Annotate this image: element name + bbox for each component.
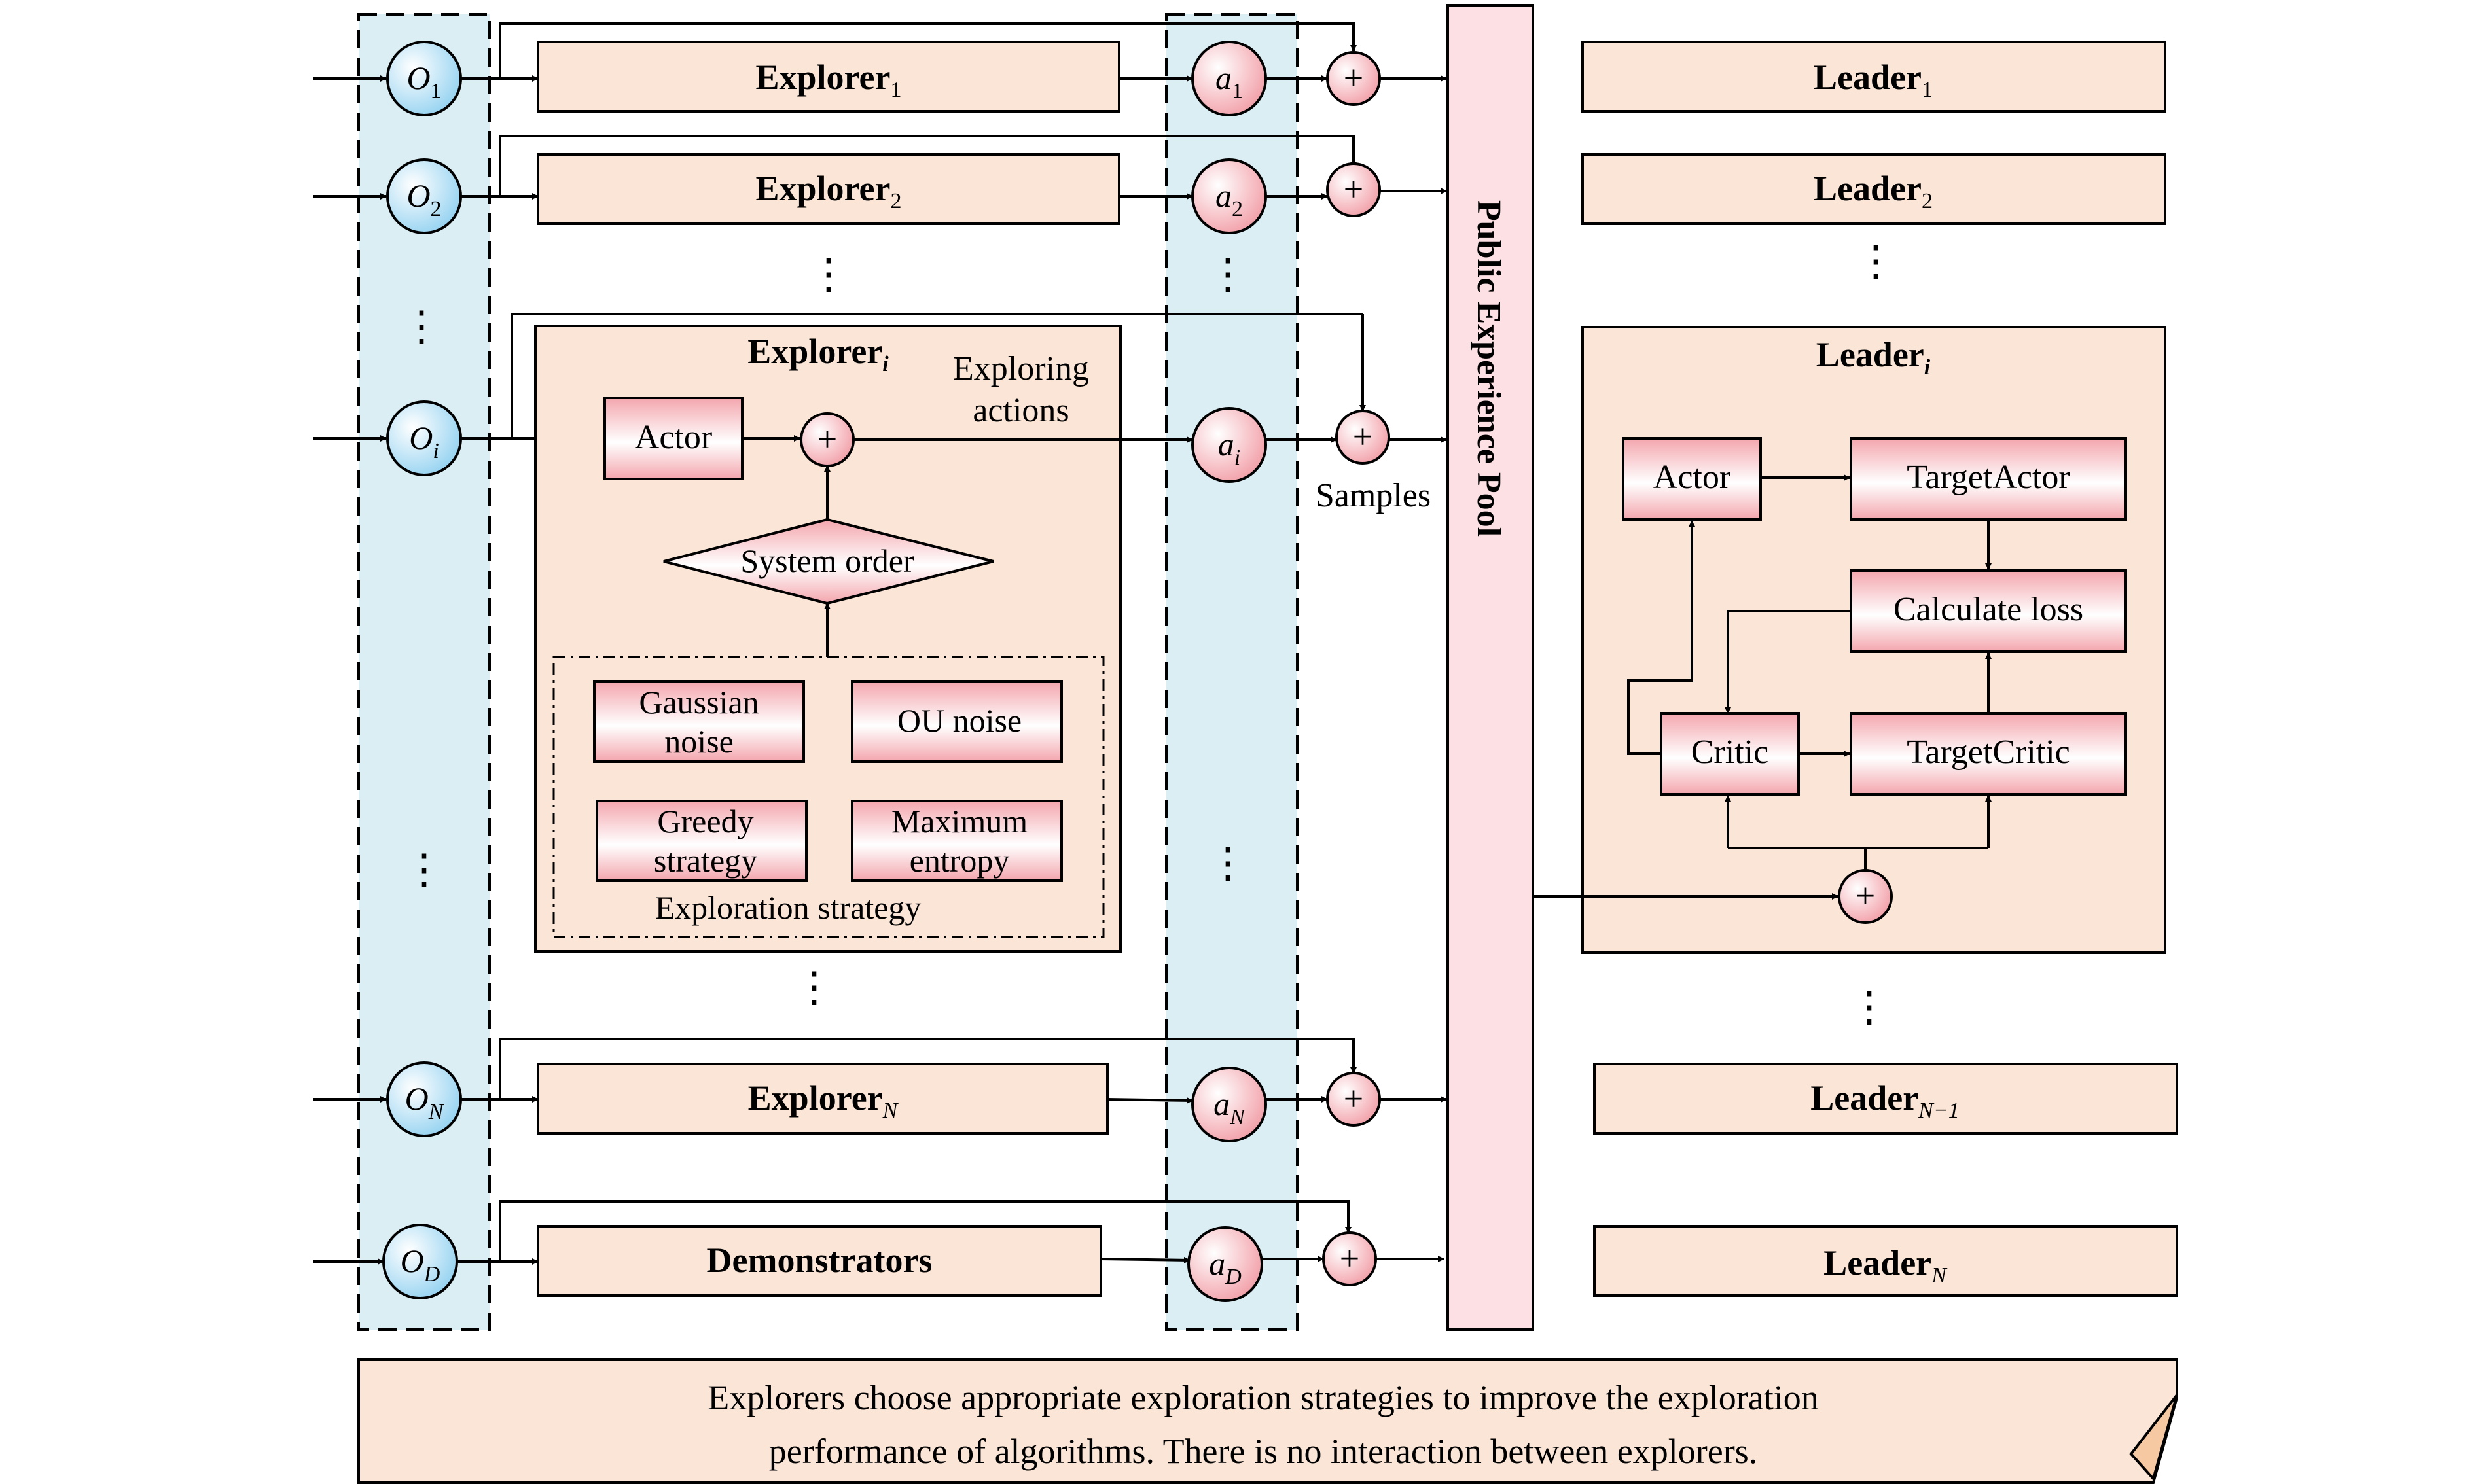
svg-text:actions: actions [973, 392, 1069, 429]
svg-text:LeaderN−1: LeaderN−1 [1810, 1078, 1960, 1123]
explorer-box-2 [537, 153, 1120, 225]
svg-text:O1: O1 [406, 60, 441, 103]
svg-text:Leader1: Leader1 [1814, 58, 1933, 102]
svg-text:⋮: ⋮ [1207, 839, 1249, 886]
exploring-actions-label: Exploring [953, 350, 1089, 387]
svg-text:a2: a2 [1215, 177, 1243, 221]
svg-text:Gaussian: Gaussian [639, 684, 759, 720]
svg-text:aD: aD [1209, 1245, 1242, 1289]
explorer-row-2: O2 Explorer2 a2 + [313, 135, 1447, 234]
svg-text:Actor: Actor [1653, 459, 1730, 496]
svg-text:aN: aN [1213, 1086, 1246, 1129]
svg-text:TargetActor: TargetActor [1907, 459, 2070, 496]
svg-text:Explorer1: Explorer1 [756, 58, 902, 102]
svg-text:Leaderi: Leaderi [1816, 335, 1931, 380]
svg-text:+: + [1344, 169, 1363, 209]
explorer-row-1: O1 Explorer1 a1 + [313, 22, 1447, 116]
svg-text:ON: ON [405, 1080, 445, 1124]
svg-text:Oi: Oi [409, 419, 439, 463]
leader-n-minus-1: LeaderN−1 [1593, 1063, 2178, 1135]
explorer-box-n [537, 1063, 1109, 1135]
svg-text:Exploreri: Exploreri [747, 332, 889, 376]
ou-noise-box [851, 680, 1063, 763]
svg-text:ai: ai [1218, 426, 1240, 470]
critic-box [1660, 712, 1800, 796]
leader-i: Leaderi Actor TargetActor Calculate loss… [1533, 326, 2166, 954]
svg-text:TargetCritic: TargetCritic [1907, 733, 2070, 771]
svg-text:Actor: Actor [635, 419, 712, 456]
note-line-2: performance of algorithms. There is no i… [769, 1432, 1757, 1471]
svg-text:O2: O2 [406, 177, 441, 221]
svg-text:Leader2: Leader2 [1814, 169, 1933, 213]
svg-text:Explorer2: Explorer2 [756, 169, 902, 213]
svg-text:⋮: ⋮ [403, 846, 445, 892]
svg-text:+: + [1340, 1239, 1359, 1278]
leader-n: LeaderN [1593, 1225, 2178, 1297]
explanation-note: Explorers choose appropriate exploration… [357, 1358, 2178, 1484]
explorer-actor-box [603, 397, 744, 480]
svg-text:OU noise: OU noise [897, 702, 1022, 739]
explorer-row-n: ON ExplorerN aN + [313, 1038, 1447, 1142]
svg-text:System order: System order [740, 542, 914, 579]
svg-text:⋮: ⋮ [401, 303, 442, 349]
calculate-loss-box [1850, 569, 2127, 653]
svg-text:noise: noise [664, 723, 734, 760]
action-node-n [1191, 1067, 1267, 1142]
greedy-strategy-box [596, 800, 808, 882]
svg-text:⋮: ⋮ [1207, 251, 1249, 297]
leader-actor-box [1622, 437, 1762, 521]
gaussian-noise-box [593, 680, 805, 763]
svg-text:ExplorerN: ExplorerN [748, 1078, 899, 1123]
sum-node-i [1335, 410, 1390, 465]
svg-text:Maximum: Maximum [891, 803, 1028, 839]
svg-text:entropy: entropy [910, 842, 1010, 879]
svg-text:Greedy: Greedy [657, 803, 753, 839]
svg-text:a1: a1 [1215, 60, 1243, 103]
svg-text:+: + [1353, 417, 1372, 456]
leader-1: Leader1 [1581, 41, 2166, 113]
note-line-1: Explorers choose appropriate exploration… [708, 1378, 1818, 1417]
target-critic-box [1850, 712, 2127, 796]
vertical-ellipsis-group: ⋮ ⋮ ⋮ ⋮ ⋮ ⋮ ⋮ ⋮ [401, 238, 1897, 1030]
svg-text:Demonstrators: Demonstrators [707, 1241, 933, 1280]
svg-text:+: + [1856, 876, 1875, 915]
demonstrators-row: OD Demonstrators aD + [313, 1200, 1444, 1302]
samples-label: Samples [1316, 477, 1431, 514]
pool-label: Public Experience Pool [1470, 200, 1507, 537]
maximum-entropy-box [851, 800, 1063, 882]
svg-text:strategy: strategy [654, 842, 757, 879]
svg-text:⋮: ⋮ [808, 251, 850, 297]
target-actor-box [1850, 437, 2127, 521]
explorer-i: Oi Exploreri Actor + Exploring actions S… [313, 313, 1447, 953]
action-node-d [1187, 1226, 1263, 1302]
svg-text:+: + [1344, 58, 1363, 97]
svg-text:⋮: ⋮ [793, 964, 835, 1010]
svg-text:LeaderN: LeaderN [1823, 1243, 1948, 1288]
svg-text:Calculate loss: Calculate loss [1893, 591, 2083, 628]
svg-text:+: + [817, 419, 837, 459]
demonstrators-box [537, 1225, 1102, 1297]
explorer-box-1 [537, 41, 1120, 113]
exploration-strategy-label: Exploration strategy [655, 889, 922, 926]
svg-text:⋮: ⋮ [1855, 238, 1897, 284]
action-node-i [1191, 407, 1267, 483]
svg-text:⋮: ⋮ [1848, 983, 1890, 1030]
leader-2: Leader2 [1581, 153, 2166, 225]
svg-text:+: + [1344, 1079, 1363, 1118]
svg-text:OD: OD [401, 1243, 440, 1286]
svg-text:Critic: Critic [1691, 733, 1768, 771]
public-experience-pool [1446, 4, 1534, 1331]
